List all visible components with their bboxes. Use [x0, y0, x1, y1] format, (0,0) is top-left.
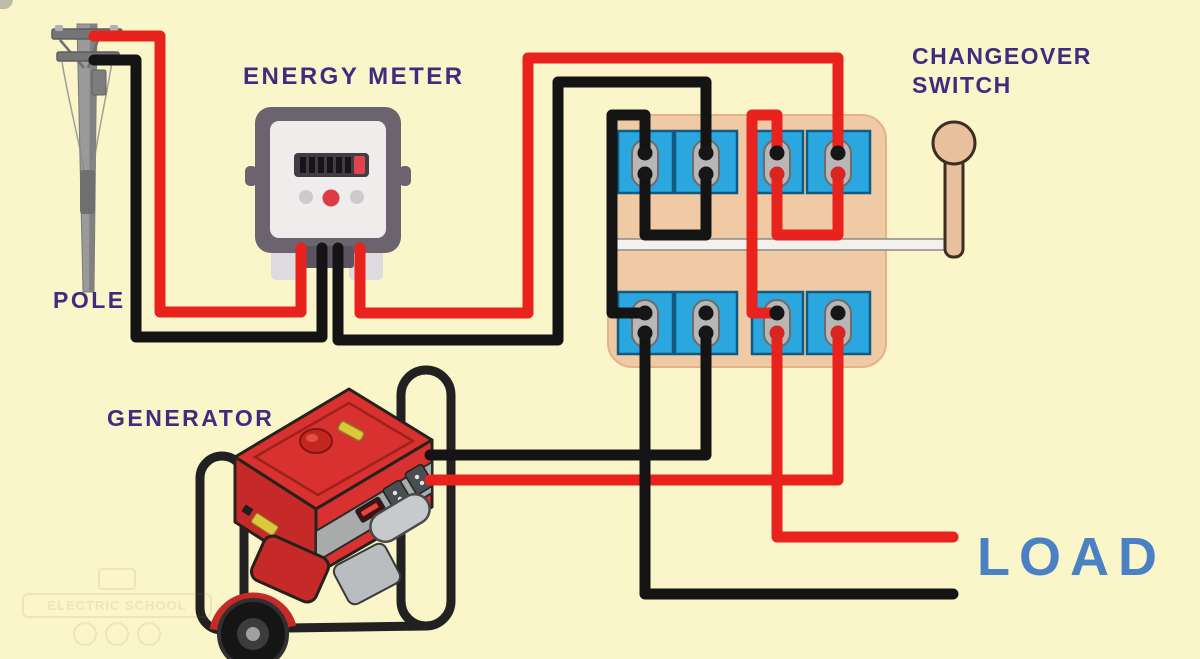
watermark-text: ELECTRIC SCHOOL: [22, 593, 212, 618]
switch-handle-knob: [931, 120, 977, 166]
meter-dial: [299, 190, 313, 204]
terminal-dot: [637, 166, 653, 182]
wire-switch-to-load-black: [639, 327, 959, 600]
terminal-dot-red: [830, 325, 846, 341]
terminal-dot-red: [769, 325, 785, 341]
wire-generator-to-switch-red: [424, 327, 844, 486]
terminal-dot: [698, 166, 714, 182]
changeover-switch-label: CHANGEOVER SWITCH: [912, 43, 1092, 98]
switch-bar: [607, 238, 949, 251]
terminal-dot: [769, 305, 785, 321]
pole-transformer-box: [91, 69, 107, 96]
terminal-dot-red: [830, 166, 846, 182]
generator-latch: [337, 420, 365, 442]
wire-jumper-top3-top4-red: [771, 168, 844, 241]
watermark-tv-icon: [98, 568, 136, 590]
meter-face: [270, 121, 386, 238]
terminal-dot: [698, 145, 714, 161]
meter-side-tab-right: [399, 166, 411, 186]
generator-label: GENERATOR: [107, 405, 275, 431]
meter-side-tab-left: [245, 166, 257, 186]
outlet-pin: [414, 474, 420, 480]
terminal-dot: [698, 305, 714, 321]
wire-meter-to-switch-black: [332, 76, 712, 346]
generator-top-inset: [252, 401, 416, 497]
terminal-dots: [637, 145, 846, 341]
meter-digit: [309, 157, 315, 173]
wire-jumper-top1-top2-black: [639, 168, 712, 241]
energy-meter: [245, 107, 411, 280]
changeover-switch: [607, 114, 977, 368]
terminal-dot-red: [769, 166, 785, 182]
meter-digit: [327, 157, 333, 173]
generator-left-sticker: [251, 512, 279, 536]
wire-generator-to-switch-black: [424, 327, 712, 461]
meter-digit: [318, 157, 324, 173]
wires: [88, 30, 959, 600]
meter-digit: [345, 157, 351, 173]
load-label: LOAD: [977, 527, 1166, 587]
outlet-pin: [392, 490, 398, 496]
generator-muffler: [369, 492, 431, 544]
terminal-dot: [698, 325, 714, 341]
generator-outlet: [404, 463, 434, 495]
meter-dial: [350, 190, 364, 204]
terminal-dot: [637, 145, 653, 161]
pole-insulator: [55, 25, 63, 31]
generator: [195, 365, 456, 659]
wire-pole-to-meter-red: [88, 30, 307, 318]
terminal-dot: [769, 145, 785, 161]
corner-artifact: [0, 0, 13, 9]
wire-link-top3-bottom3-red: [746, 109, 783, 319]
terminal-dot: [637, 325, 653, 341]
meter-digit-red: [354, 156, 365, 174]
terminal-dot: [830, 305, 846, 321]
generator-fuel-cap: [299, 428, 333, 454]
watermark-logo: ELECTRIC SCHOOL: [22, 568, 212, 651]
energy-meter-label: ENERGY METER: [243, 63, 465, 90]
generator-left-switch: [241, 504, 254, 517]
outlet-pin: [419, 480, 425, 486]
wire-meter-to-switch-red: [354, 52, 844, 319]
meter-dial-red: [322, 189, 340, 207]
generator-fuel-cap-highlight: [306, 434, 318, 442]
wire-pole-to-meter-black: [88, 54, 328, 343]
utility-pole: [51, 23, 123, 293]
pole-insulator: [110, 25, 118, 31]
generator-engine-block: [249, 534, 331, 604]
wire-switch-to-load-red: [771, 327, 959, 543]
pole-label: POLE: [53, 287, 126, 313]
generator-voltmeter-digits: [360, 502, 379, 517]
wire-link-top1-bottom1-black: [606, 109, 651, 319]
pole-sleeve: [80, 170, 95, 214]
meter-digit: [300, 157, 306, 173]
generator-alternator: [332, 542, 402, 606]
terminal-dot: [830, 145, 846, 161]
watermark-circles: [22, 622, 212, 651]
terminal-dot: [637, 305, 653, 321]
switch-handle: [931, 120, 977, 259]
generator-wheel-hub: [246, 627, 260, 641]
switch-handle-stick: [943, 155, 965, 259]
meter-digit: [336, 157, 342, 173]
